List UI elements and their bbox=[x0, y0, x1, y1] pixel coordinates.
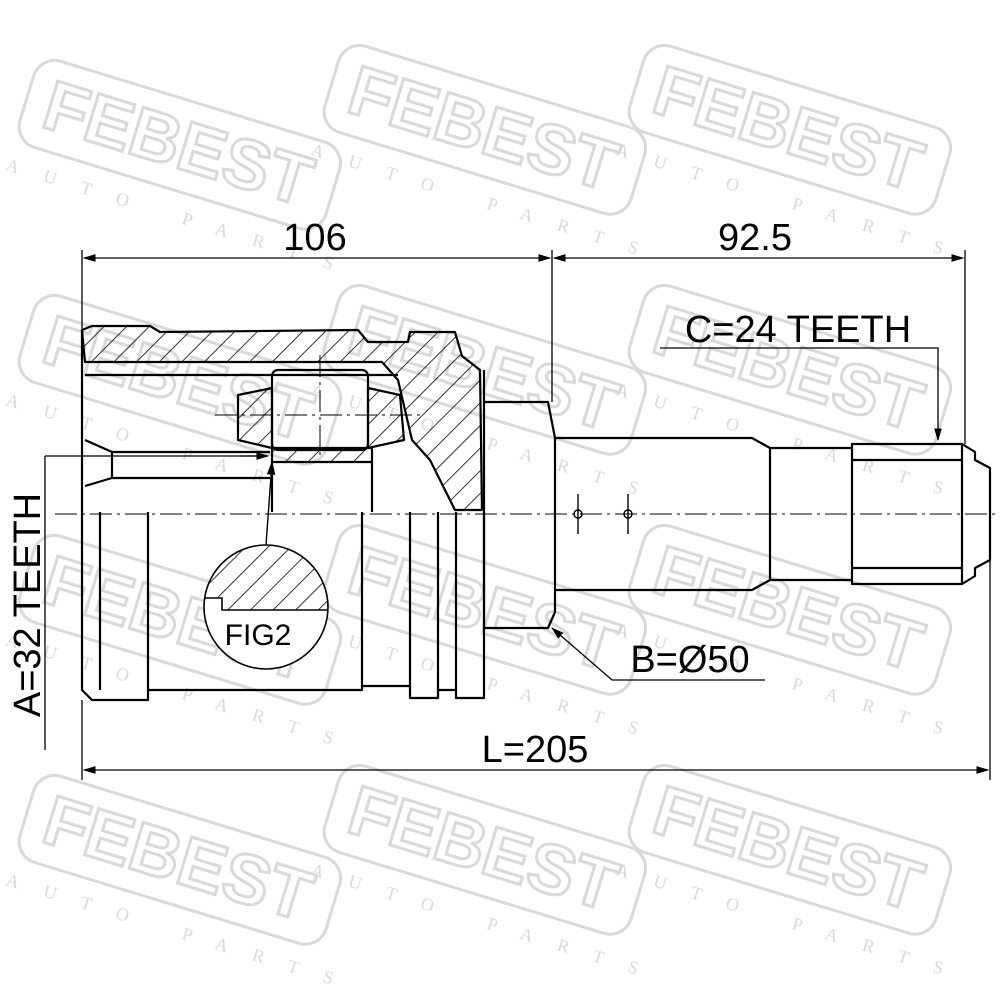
tripod-hub bbox=[270, 446, 374, 464]
watermark-brand: FEBEST bbox=[340, 771, 627, 926]
teeth-c-leader bbox=[660, 347, 942, 442]
watermark-3: FEBEST AUTO PARTS bbox=[614, 43, 971, 266]
watermark-layer: FEBEST AUTO PARTS FEBEST AUTO PARTS FEBE… bbox=[4, 43, 971, 996]
watermark-brand: FEBEST bbox=[645, 771, 932, 926]
watermark-12: FEBEST AUTO PARTS bbox=[614, 763, 971, 986]
watermark-brand: FEBEST bbox=[645, 51, 932, 206]
teeth-a-label: A=32 TEETH bbox=[7, 493, 49, 717]
dim-92-label: 92.5 bbox=[718, 217, 792, 259]
part-outline bbox=[80, 324, 992, 702]
center-marks bbox=[573, 494, 633, 534]
watermark-brand: FEBEST bbox=[340, 51, 627, 206]
dim-106-label: 106 bbox=[283, 217, 346, 259]
diameter-b-label: B=Ø50 bbox=[630, 639, 749, 681]
tripod-roller bbox=[236, 386, 274, 450]
spline-cone bbox=[84, 438, 114, 488]
fig2-label: FIG2 bbox=[225, 619, 292, 652]
dimension-lines bbox=[44, 250, 991, 780]
watermark-9: FEBEST AUTO PARTS bbox=[614, 523, 971, 746]
fig2-leader bbox=[265, 460, 276, 546]
teeth-c-label: C=24 TEETH bbox=[685, 309, 911, 351]
centerlines bbox=[55, 355, 995, 515]
diameter-b-leader bbox=[551, 627, 765, 681]
housing-wall-section bbox=[80, 324, 484, 512]
fig2-detail: FIG2 bbox=[203, 460, 329, 670]
watermark-brand: FEBEST bbox=[35, 781, 322, 936]
watermark-brand: FEBEST bbox=[35, 301, 322, 456]
dim-total-label: L=205 bbox=[482, 729, 589, 771]
watermark-brand: FEBEST bbox=[35, 66, 322, 221]
tripod-roller bbox=[366, 386, 406, 450]
dimension-labels: 106 92.5 L=205 C=24 TEETH B=Ø50 A=32 TEE… bbox=[7, 217, 911, 771]
stub-shaft bbox=[555, 436, 992, 592]
